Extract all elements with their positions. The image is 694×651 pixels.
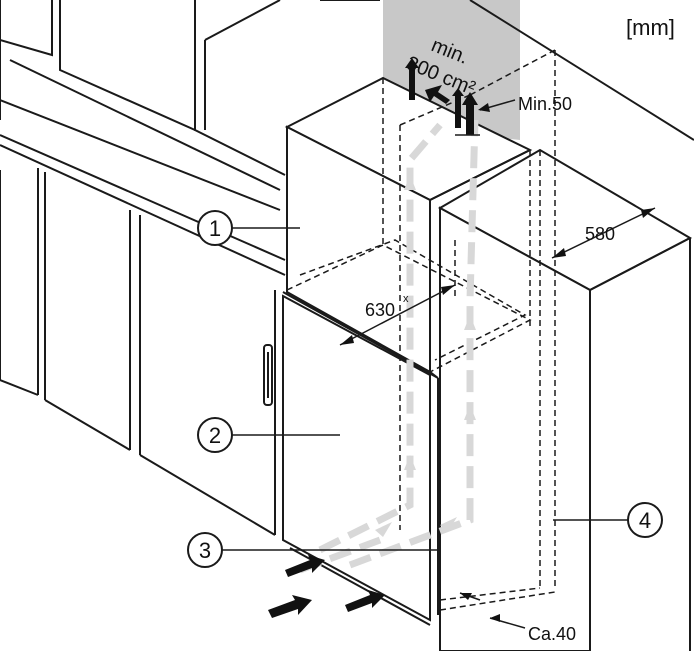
air-exhaust-arrows [405, 58, 478, 135]
callout-3-number: 3 [199, 538, 211, 563]
upper-cabinets [0, 0, 694, 211]
width-mark-label: x [403, 293, 409, 305]
callout-4: 4 [627, 502, 663, 538]
side-panel [437, 148, 693, 651]
upper-unit [284, 76, 533, 374]
air-intake-arrows [268, 555, 385, 618]
airflow-arrowheads [375, 175, 476, 537]
hidden-lines [286, 49, 556, 611]
unit-label: [mm] [626, 15, 675, 40]
width-label: 630 [365, 300, 395, 320]
callout-1-number: 1 [209, 216, 221, 241]
bottom-gap-label: Ca.40 [528, 624, 576, 644]
callout-2: 2 [197, 417, 233, 453]
callout-1: 1 [197, 210, 233, 246]
callout-3: 3 [187, 532, 223, 568]
depth-label: 580 [585, 224, 615, 244]
callout-4-number: 4 [639, 508, 651, 533]
base-cabinets [0, 134, 286, 536]
dimension-arrowheads [340, 103, 655, 622]
top-gap-label: Min.50 [518, 94, 572, 114]
callout-2-number: 2 [209, 423, 221, 448]
handle-icon [263, 344, 273, 406]
